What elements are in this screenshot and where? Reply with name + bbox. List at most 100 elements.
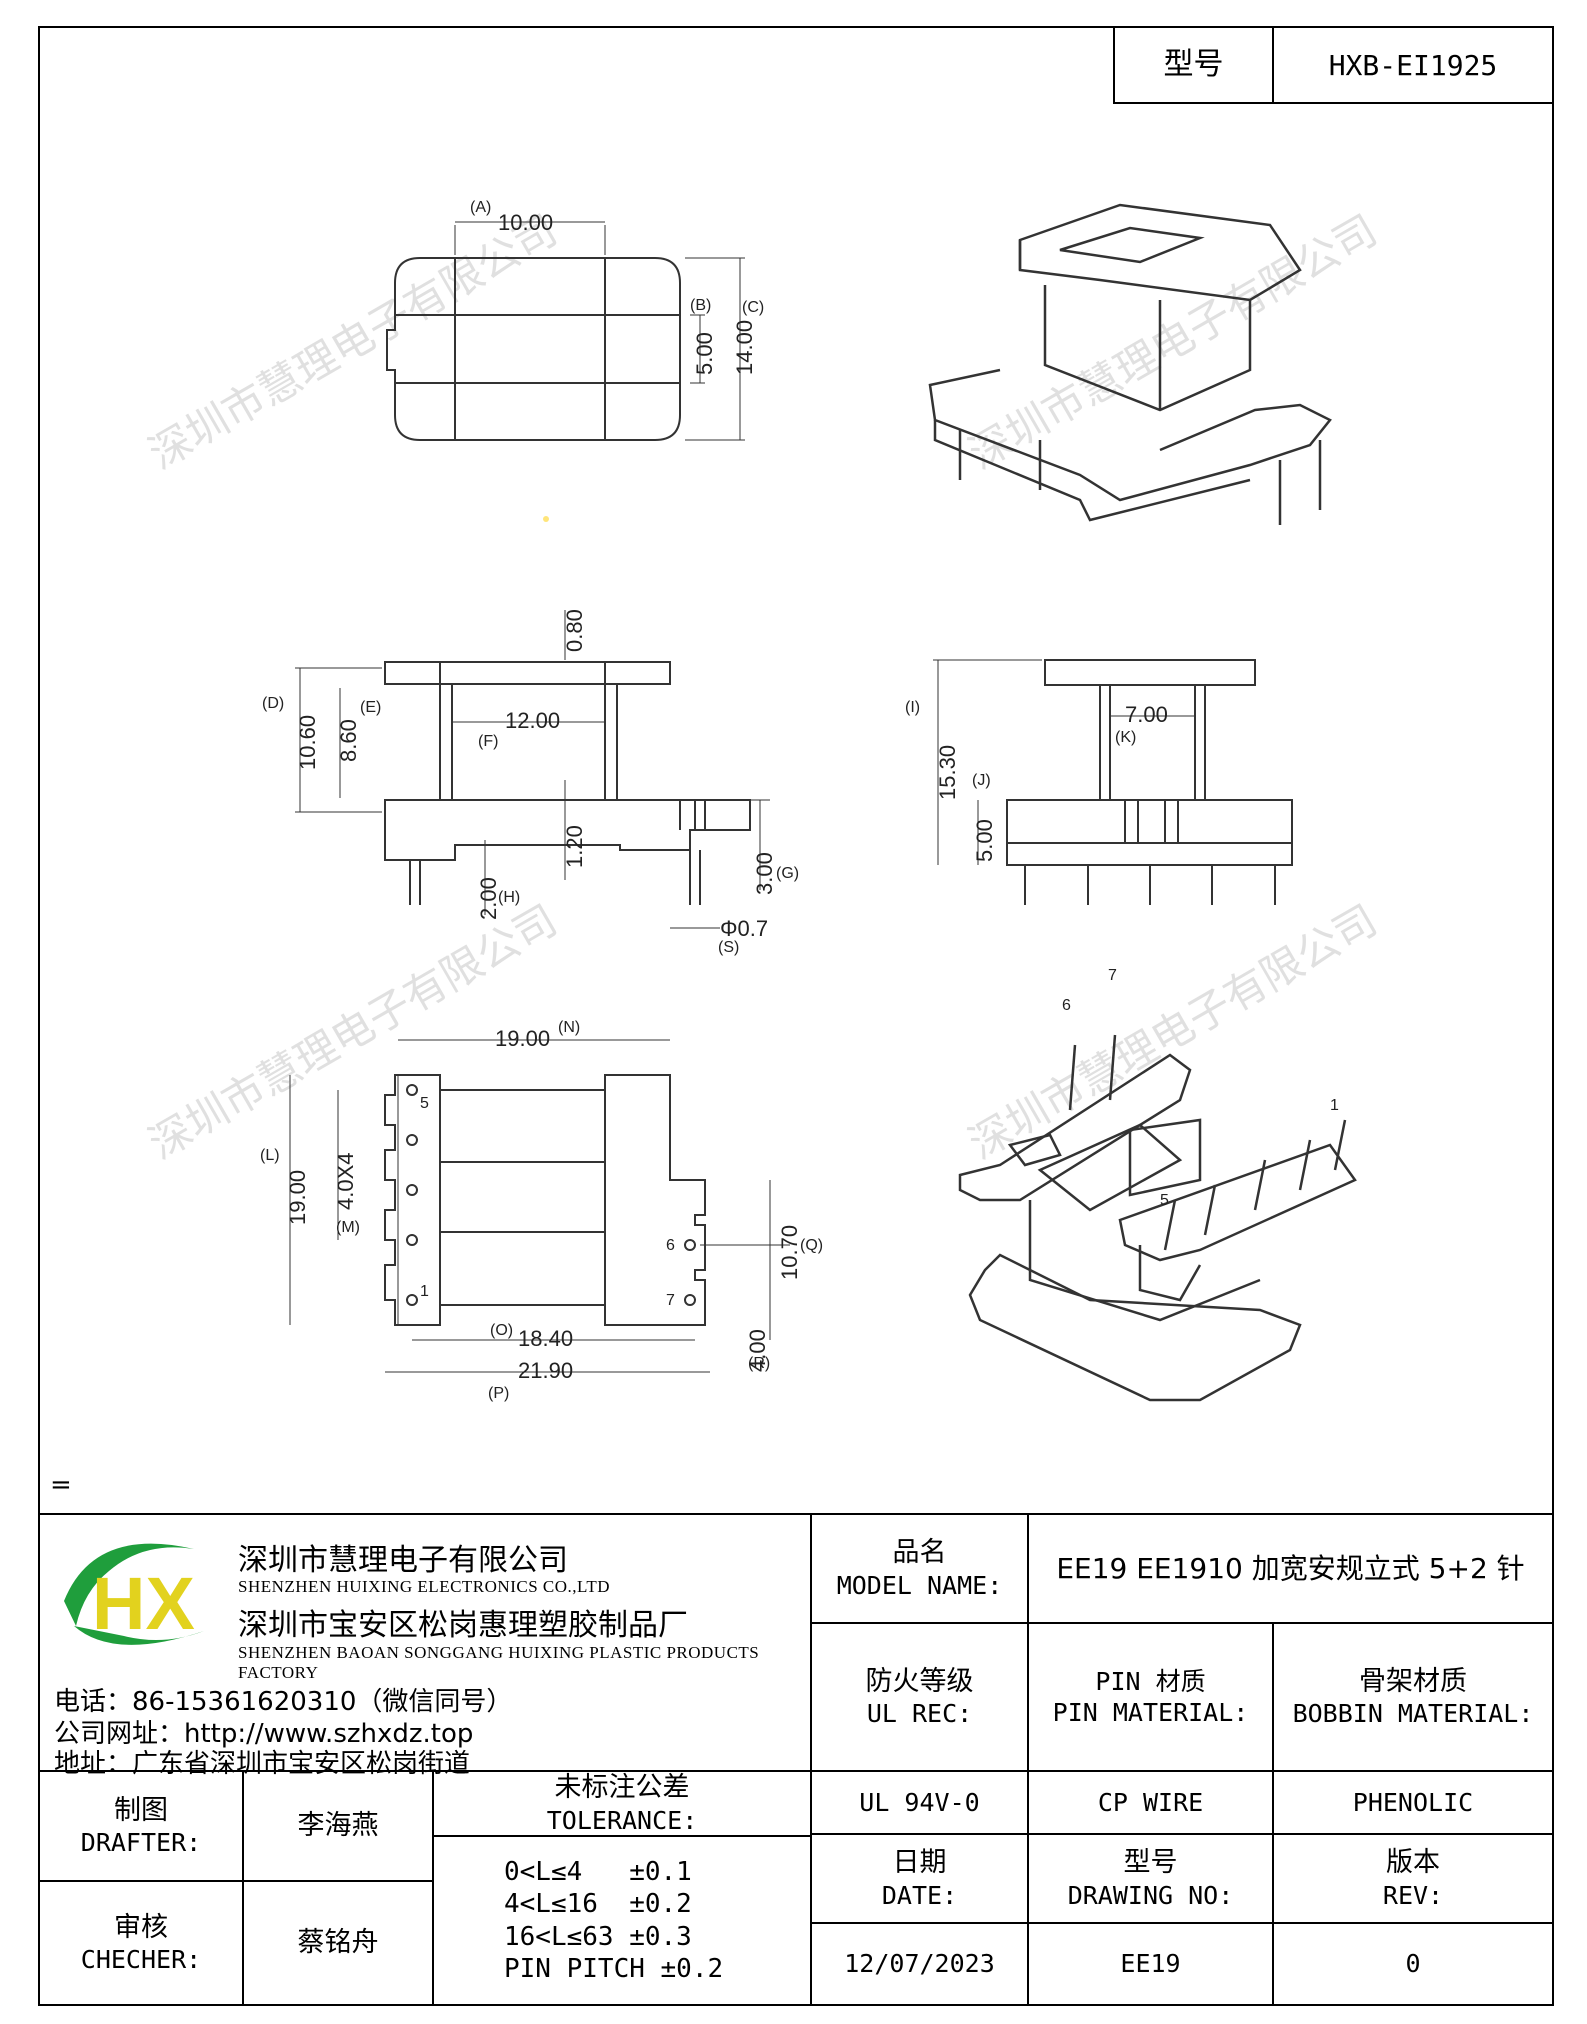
dim-label-f: (F) [478, 733, 498, 750]
pin-label-5: 5 [420, 1095, 429, 1112]
dim-label-l: (L) [260, 1147, 280, 1164]
tb-divider [810, 1622, 1554, 1624]
watermark: 深圳市慧理电子有限公司 [961, 205, 1386, 478]
dim-label-g: (G) [776, 865, 799, 882]
bobbin-material-value: PHENOLIC [1352, 1787, 1474, 1817]
company-website: 公司网址：http://www.szhxdz.top [54, 1719, 474, 1749]
dim-label-a: (A) [470, 199, 491, 216]
dim-n-value: 19.00 [495, 1026, 550, 1051]
header-model-label: 型号 [1163, 47, 1224, 83]
factory-name-cn: 深圳市宝安区松岗惠理塑胶制品厂 [238, 1608, 688, 1643]
dim-label-k: (K) [1115, 729, 1136, 746]
tb-divider [38, 1770, 1554, 1772]
drafter-name: 李海燕 [297, 1810, 379, 1842]
company-address: 地址：广东省深圳市宝安区松岗街道 [54, 1749, 471, 1779]
dim-label-m: (M) [336, 1219, 360, 1236]
dim-label-q: (Q) [800, 1237, 823, 1254]
checker-cn: 审核 [114, 1911, 168, 1943]
ul-rec-cn: 防火等级 [865, 1665, 974, 1697]
dim-q-value: 10.70 [777, 1225, 802, 1280]
pin-label-6: 6 [666, 1237, 675, 1254]
tb-divider [432, 1770, 434, 2006]
model-name-value: EE19 EE1910 加宽安规立式 5+2 针 [1056, 1552, 1525, 1585]
company-name-cn: 深圳市慧理电子有限公司 [238, 1543, 568, 1578]
iso-pin-label-7: 7 [1108, 967, 1117, 984]
pin-label-1: 1 [420, 1283, 429, 1300]
iso-pin-label-6: 6 [1062, 997, 1071, 1014]
tolerance-row: PIN PITCH ±0.2 [504, 1954, 724, 1984]
dim-label-b: (B) [690, 297, 711, 314]
technical-drawing: 深圳市慧理电子有限公司 深圳市慧理电子有限公司 深圳市慧理电子有限公司 深圳市慧… [141, 199, 1386, 1402]
dim-label-p: (P) [488, 1385, 509, 1402]
stray-dot [543, 516, 549, 522]
company-phone: 电话：86-15361620310（微信同号） [54, 1687, 513, 1717]
dim-e-value: 8.60 [336, 719, 361, 762]
dim-o-value: 18.40 [518, 1326, 573, 1351]
dim-top-value: 0.80 [562, 609, 587, 652]
tolerance-cn: 未标注公差 [554, 1772, 690, 1803]
pin-material-label: PIN 材质 PIN MATERIAL: [1029, 1624, 1272, 1770]
drawing-no-label: 型号 DRAWING NO: [1029, 1835, 1272, 1922]
model-name-label: 品名 MODEL NAME: [812, 1515, 1027, 1622]
dim-label-n: (N) [558, 1019, 580, 1036]
tb-divider [38, 1880, 434, 1882]
drawing-no-cn: 型号 [1123, 1847, 1178, 1878]
bobbin-material-label: 骨架材质 BOBBIN MATERIAL: [1274, 1624, 1552, 1770]
header-divider [1113, 26, 1115, 104]
logo-letters: HX [92, 1562, 195, 1645]
watermark: 深圳市慧理电子有限公司 [141, 205, 566, 478]
front-view: 0.80 (D) 10.60 (E) 8.60 12.00 (F) 1.20 2… [262, 609, 799, 956]
iso-view-top [928, 203, 1332, 525]
pin-material-cn: PIN 材质 [1095, 1666, 1206, 1696]
drafter-en: DRAFTER: [80, 1828, 202, 1858]
iso-pin-label-1: 1 [1330, 1097, 1339, 1114]
date-label: 日期 DATE: [812, 1835, 1027, 1922]
dim-l-value: 19.00 [285, 1170, 310, 1225]
company-logo: HX [64, 1543, 204, 1645]
dim-label-c: (C) [742, 299, 764, 316]
dim-g-value: 3.00 [752, 852, 777, 895]
dim-label-o: (O) [490, 1322, 513, 1339]
dim-k-value: 7.00 [1125, 702, 1168, 727]
ul-rec-value: UL 94V-0 [859, 1787, 980, 1817]
rev-value: 0 [1405, 1949, 1421, 1979]
date-cn: 日期 [892, 1847, 947, 1878]
dim-label-e: (E) [360, 699, 381, 716]
top-view: (A) 10.00 (B) 5.00 (C) 14.00 [386, 199, 764, 441]
company-block: HX 深圳市慧理电子有限公司 SHENZHEN HUIXING ELECTRON… [48, 1515, 808, 1779]
tb-divider [1027, 1513, 1029, 2006]
dim-label-r: (R) [748, 1355, 770, 1372]
dim-label-i: (I) [905, 699, 920, 716]
drafter-cn: 制图 [114, 1794, 168, 1826]
checker-name: 蔡铭舟 [297, 1927, 379, 1959]
dim-label-s: (S) [718, 939, 739, 956]
model-name-en: MODEL NAME: [836, 1570, 1003, 1600]
pin-material-en: PIN MATERIAL: [1052, 1698, 1249, 1727]
dim-h-value: 2.00 [476, 877, 501, 920]
header-divider [1113, 102, 1554, 104]
tb-divider [810, 1833, 1554, 1835]
company-name-en: SHENZHEN HUIXING ELECTRONICS CO.,LTD [238, 1577, 610, 1596]
ul-rec-en: UL REC: [866, 1699, 973, 1729]
stray-mark: = [50, 1470, 72, 1500]
dim-s-value: Φ0.7 [720, 916, 768, 941]
tb-divider [810, 1922, 1554, 1924]
date-value: 12/07/2023 [844, 1949, 995, 1979]
tb-divider [432, 1835, 812, 1837]
drafter-label: 制图 DRAFTER: [40, 1772, 242, 1880]
dim-mid-value: 1.20 [562, 825, 587, 868]
pin-material-value: CP WIRE [1097, 1787, 1204, 1817]
checker-label: 审核 CHECHER: [40, 1882, 242, 2004]
rev-en: REV: [1382, 1880, 1444, 1910]
bobbin-material-cn: 骨架材质 [1359, 1665, 1467, 1697]
dim-b-value: 5.00 [692, 332, 717, 375]
date-en: DATE: [881, 1880, 958, 1910]
header-model-value: HXB-EI1925 [1328, 48, 1498, 82]
side-view: (I) 15.30 (J) 5.00 7.00 (K) [905, 659, 1293, 905]
checker-en: CHECHER: [80, 1945, 202, 1975]
drawing-frame [38, 26, 1554, 2006]
dim-c-value: 14.00 [732, 320, 757, 375]
tb-divider [242, 1770, 244, 2006]
dim-m-value: 4.0X4 [333, 1153, 358, 1211]
header-divider [1272, 26, 1274, 104]
